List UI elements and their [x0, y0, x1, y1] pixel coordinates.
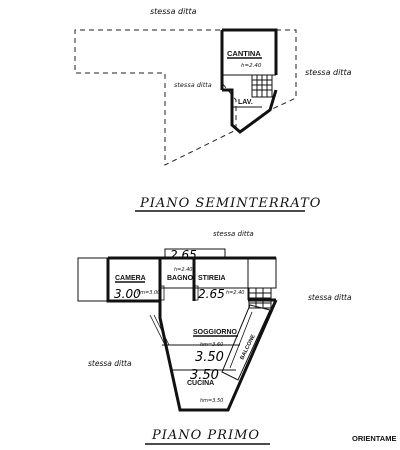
bath-label: BAGNO — [167, 275, 194, 282]
laundry-label: LAV. — [238, 99, 253, 106]
right-adjacent-block — [247, 257, 277, 289]
storage-dimension: 2.65 — [198, 287, 225, 301]
living-label: SOGGIORNO — [193, 329, 238, 336]
wall-hatching — [149, 285, 199, 346]
bedroom-height: hm=3.00 — [137, 290, 160, 296]
first-floor-plan: stessa ditta stessa ditta stessa ditta 2… — [77, 230, 352, 445]
first-floor-title: PIANO PRIMO — [151, 428, 260, 443]
left-adjacent-block — [77, 257, 109, 302]
first-neighbor-left-label: stessa ditta — [88, 359, 132, 368]
kitchen-label: CUCINA — [187, 380, 214, 387]
basement-plan: stessa ditta stessa ditta stessa ditta C… — [74, 7, 352, 212]
basement-neighbor-outline-right — [239, 29, 297, 133]
cellar-label: CANTINA — [227, 49, 261, 58]
bedroom-dimension: 3.00 — [114, 287, 141, 301]
basement-staircase — [251, 74, 273, 98]
first-neighbor-top-label: stessa ditta — [213, 230, 254, 238]
living-height: hm=3.60 — [200, 342, 223, 348]
basement-walls — [220, 28, 278, 134]
kitchen-height: hm=3.50 — [200, 398, 223, 404]
living-dimension: 3.50 — [195, 350, 224, 365]
first-floor-staircase — [248, 287, 272, 309]
bedroom-label: CAMERA — [115, 275, 146, 282]
storage-label: STIREIA — [198, 275, 226, 282]
cellar-height-label: h=2.40 — [241, 63, 262, 69]
basement-neighbor-outline — [74, 29, 237, 166]
basement-neighbor-center-label: stessa ditta — [174, 81, 212, 89]
kitchen-dimension: 3.50 — [190, 368, 219, 383]
first-neighbor-right-label: stessa ditta — [308, 293, 352, 302]
storage-height: h=2.40 — [226, 290, 245, 296]
diagonal-balcony — [221, 304, 271, 381]
orientation-label: ORIENTAME — [352, 434, 396, 443]
bath-height: h=2.40 — [174, 267, 193, 273]
basement-neighbor-right-label: stessa ditta — [305, 68, 352, 77]
basement-title: PIANO SEMINTERRATO — [139, 196, 321, 211]
basement-neighbor-top-label: stessa ditta — [150, 7, 197, 16]
